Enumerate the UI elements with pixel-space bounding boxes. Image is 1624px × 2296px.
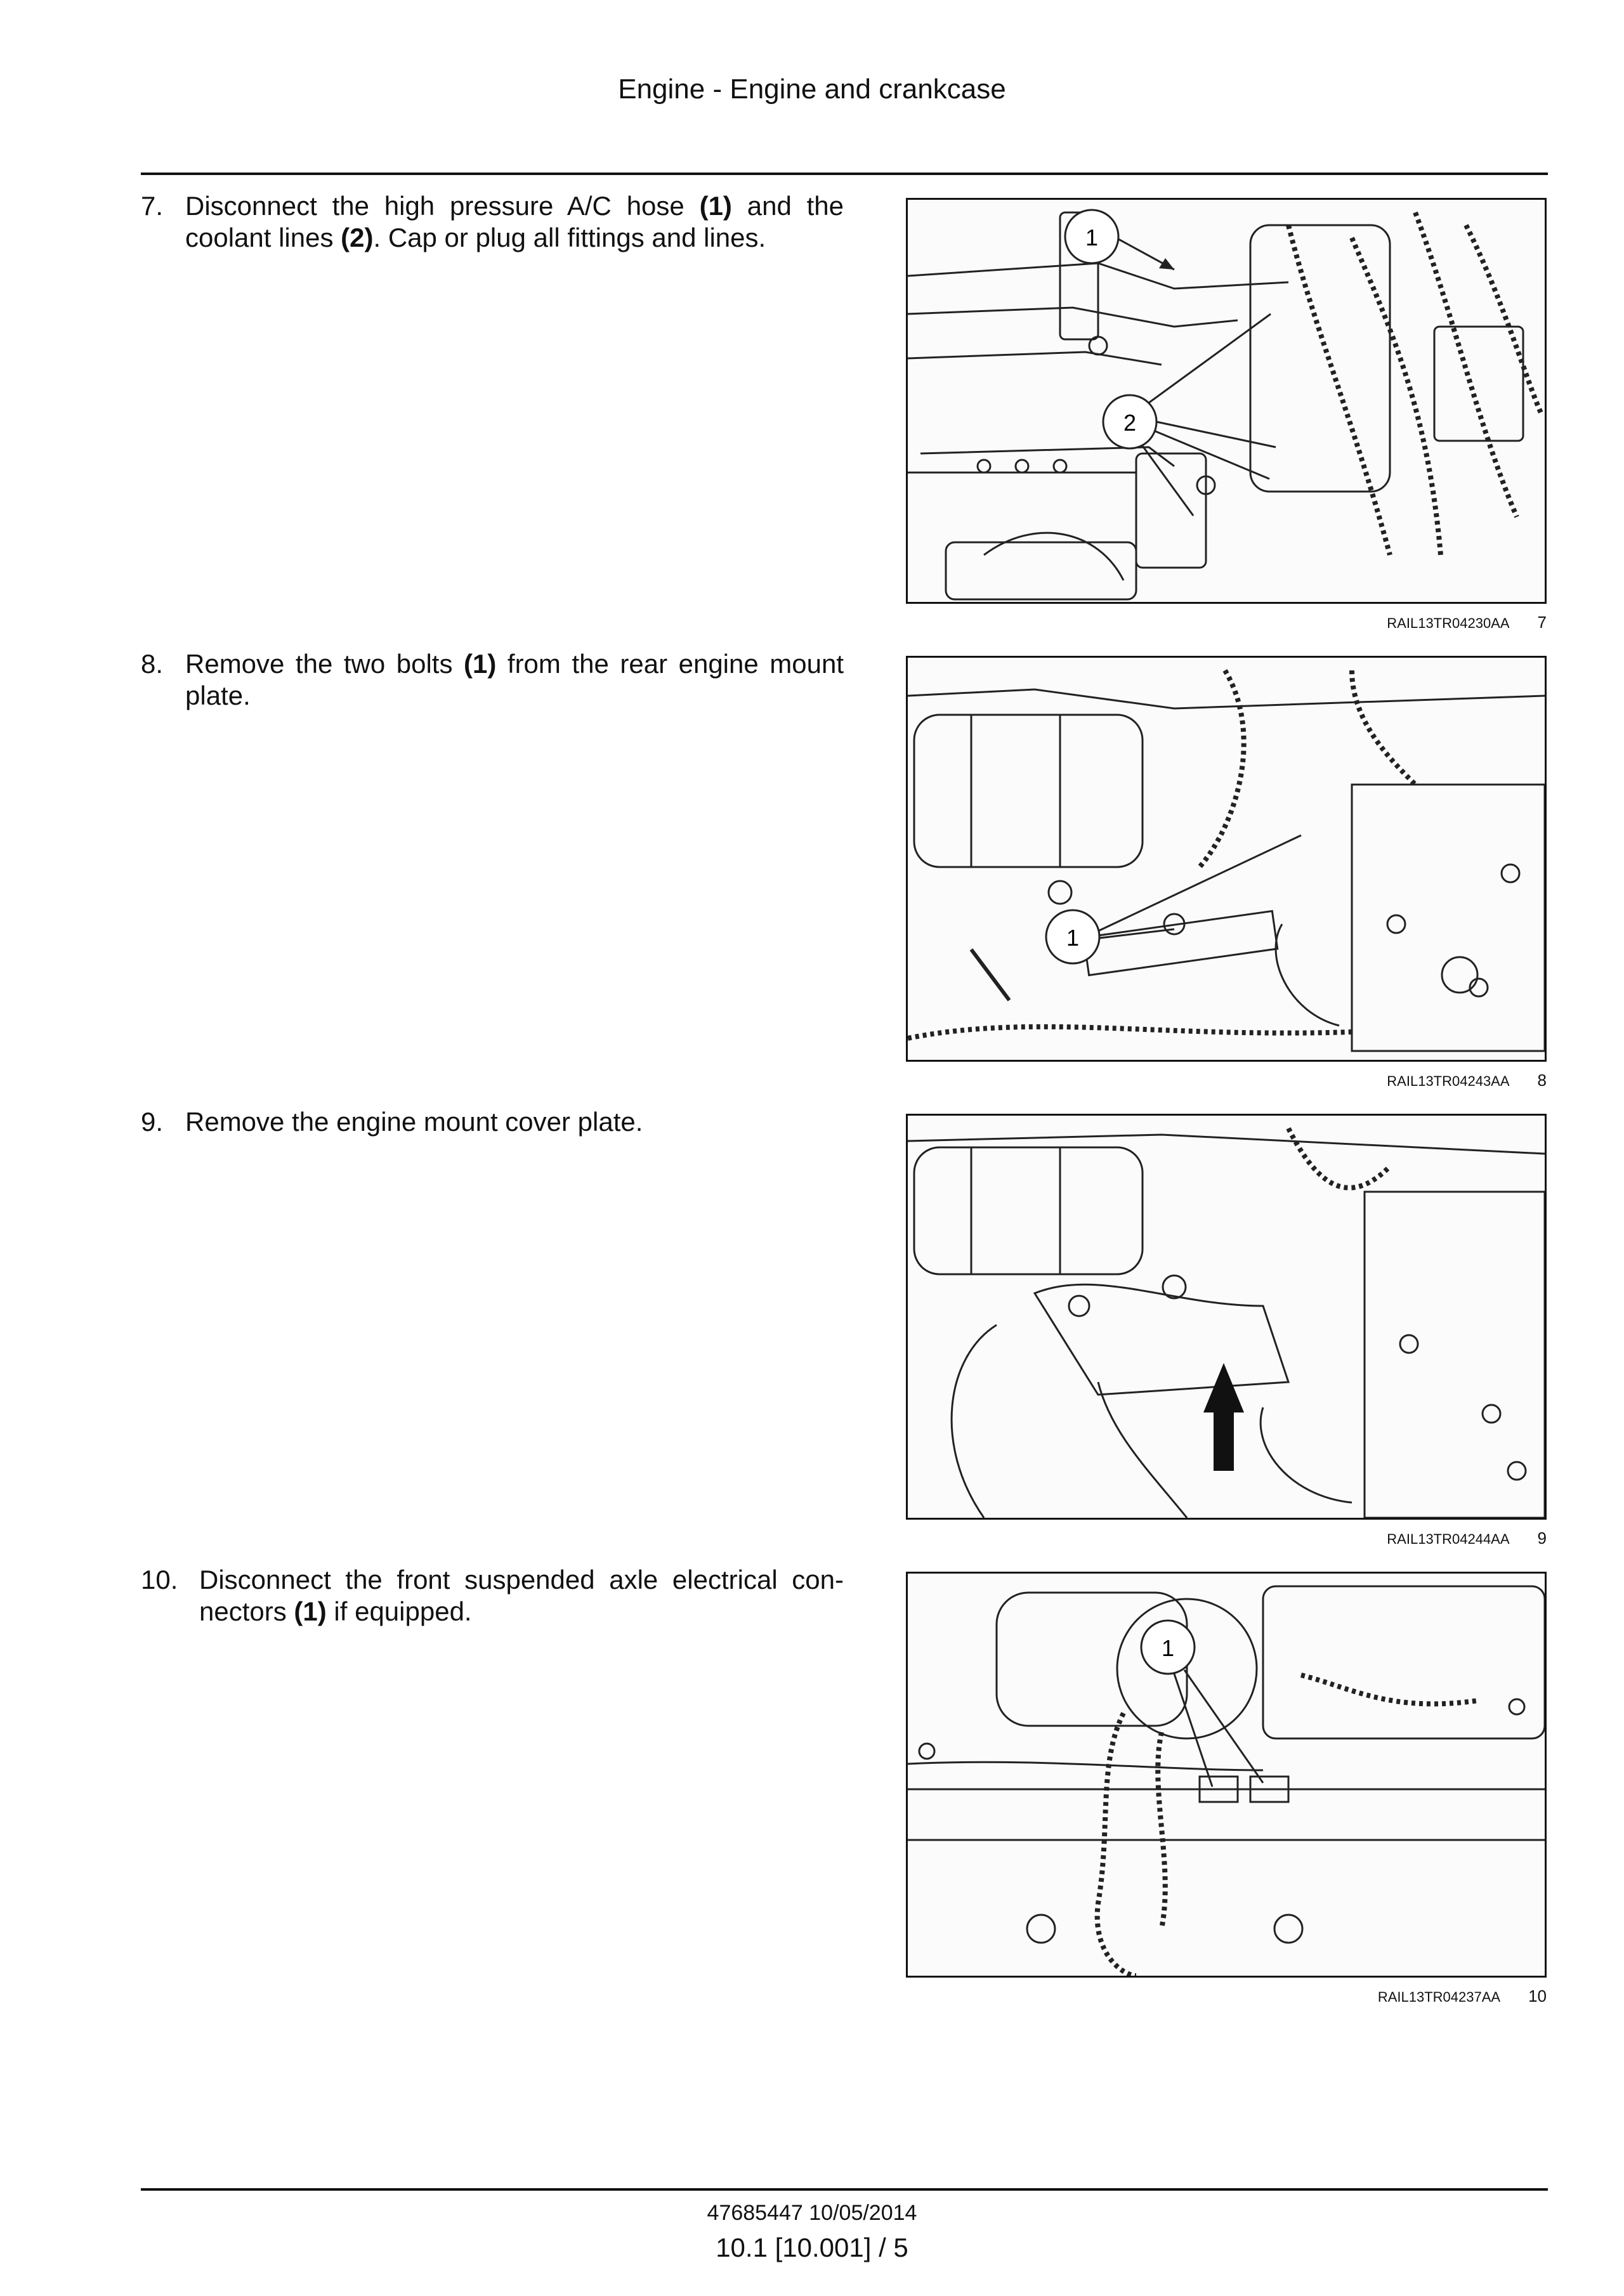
figure-8-illustration: 1 [906,656,1547,1062]
figure-number: 7 [1537,613,1547,632]
page-header-title: Engine - Engine and crankcase [618,74,1006,105]
figure-number: 9 [1537,1529,1547,1548]
lift-direction-arrow [1203,1363,1244,1471]
footer-doc-id: 47685447 10/05/2014 [707,2201,917,2225]
svg-text:1: 1 [1162,1635,1174,1661]
figure-9-illustration [906,1114,1547,1520]
step-10: 10. Disconnect the front suspended axle … [141,1564,844,1627]
step-text: Disconnect the front suspended axle elec… [199,1565,844,1626]
figure-10-illustration: 1 [906,1572,1547,1978]
figure-code: RAIL13TR04230AA [1387,615,1510,631]
figure-number: 8 [1537,1071,1547,1090]
step-7: 7. Disconnect the high pressure A/C hose… [141,190,844,254]
step-9: 9. Remove the engine mount cover plate. [141,1106,844,1138]
step-number: 10. [141,1565,178,1595]
figure-number: 10 [1528,1986,1547,2006]
step-text: Remove the engine mount cover plate. [185,1107,643,1137]
step-text: Remove the two bolts (1) from the rear e… [185,649,844,710]
figure-9-caption: RAIL13TR04244AA 9 [906,1529,1547,1548]
callout-1: 1 [1064,209,1175,271]
figure-code: RAIL13TR04244AA [1387,1531,1510,1547]
footer-divider [141,2188,1548,2191]
figure-code: RAIL13TR04237AA [1377,1989,1501,2005]
figure-8-caption: RAIL13TR04243AA 8 [906,1071,1547,1090]
step-number: 8. [141,649,164,679]
callout-1: 1 [1140,1619,1264,1787]
figure-7-illustration: 1 2 [906,198,1547,604]
step-8: 8. Remove the two bolts (1) from the rea… [141,648,844,712]
callout-2: 2 [1102,313,1276,516]
step-number: 7. [141,191,164,221]
header-divider [141,173,1548,175]
step-number: 9. [141,1107,164,1137]
footer-page-number: 10.1 [10.001] / 5 [716,2233,908,2262]
figure-7-caption: RAIL13TR04230AA 7 [906,613,1547,632]
svg-text:1: 1 [1066,925,1079,951]
svg-text:2: 2 [1123,410,1136,436]
step-text: Disconnect the high pressure A/C hose (1… [185,191,844,252]
figure-10-caption: RAIL13TR04237AA 10 [906,1986,1547,2006]
svg-text:1: 1 [1085,225,1098,251]
callout-1: 1 [1045,834,1302,965]
figure-code: RAIL13TR04243AA [1387,1073,1510,1089]
